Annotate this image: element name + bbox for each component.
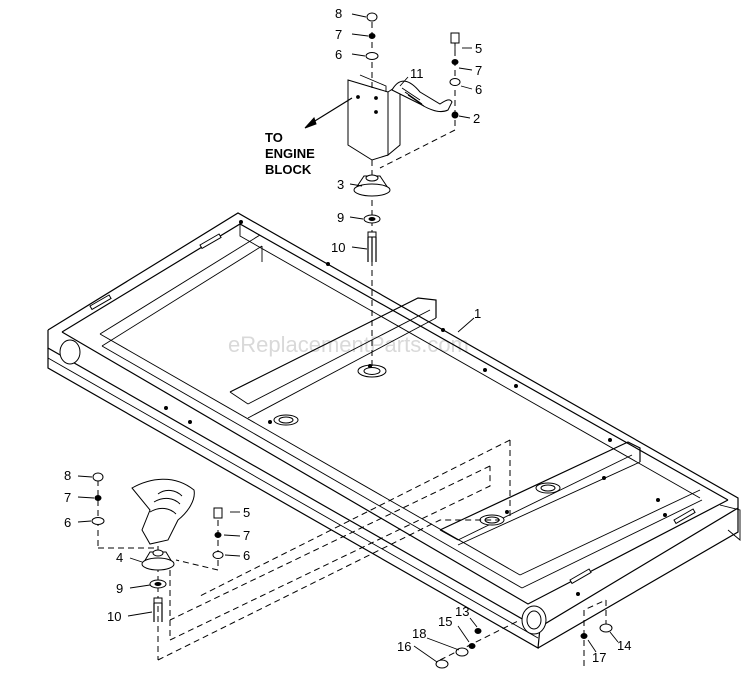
callout-top-11: 11 [410,66,424,81]
callout-bl-10: 10 [107,609,121,624]
callout-top-10: 10 [331,240,345,255]
left-mount-assembly [91,439,511,661]
callout-top-7b: 7 [475,63,482,78]
callout-top-8: 8 [335,6,342,21]
callout-bl-6a: 6 [64,515,71,530]
bottom-hardware [435,599,613,669]
note-line-1: TO [265,130,283,145]
callout-top-2: 2 [473,111,480,126]
callout-top-6a: 6 [335,47,342,62]
callout-bl-7a: 7 [64,490,71,505]
base-frame [47,212,741,649]
top-mount-assembly [304,12,461,370]
callout-b-14: 14 [617,638,631,653]
callout-top-9: 9 [337,210,344,225]
callout-b-18: 18 [412,626,426,641]
callout-labels: 8 7 6 5 7 6 2 11 3 9 10 1 8 7 6 5 7 6 4 … [64,6,631,665]
note-line-3: BLOCK [265,162,312,177]
callout-top-6b: 6 [475,82,482,97]
callout-top-5: 5 [475,41,482,56]
callout-bl-9: 9 [116,581,123,596]
note-line-2: ENGINE [265,146,315,161]
callout-b-15: 15 [438,614,452,629]
leader-lines [77,13,619,663]
callout-b-17: 17 [592,650,606,665]
callout-bl-8: 8 [64,468,71,483]
engine-block-note: TO ENGINE BLOCK [265,130,315,177]
callout-top-7a: 7 [335,27,342,42]
callout-bl-7b: 7 [243,528,250,543]
callout-bl-4: 4 [116,550,123,565]
watermark-text: eReplacementParts.com [228,332,469,357]
callout-b-16: 16 [397,639,411,654]
callout-bl-6b: 6 [243,548,250,563]
callout-frame-1: 1 [474,306,481,321]
callout-b-13: 13 [455,604,469,619]
callout-bl-5: 5 [243,505,250,520]
callout-top-3: 3 [337,177,344,192]
